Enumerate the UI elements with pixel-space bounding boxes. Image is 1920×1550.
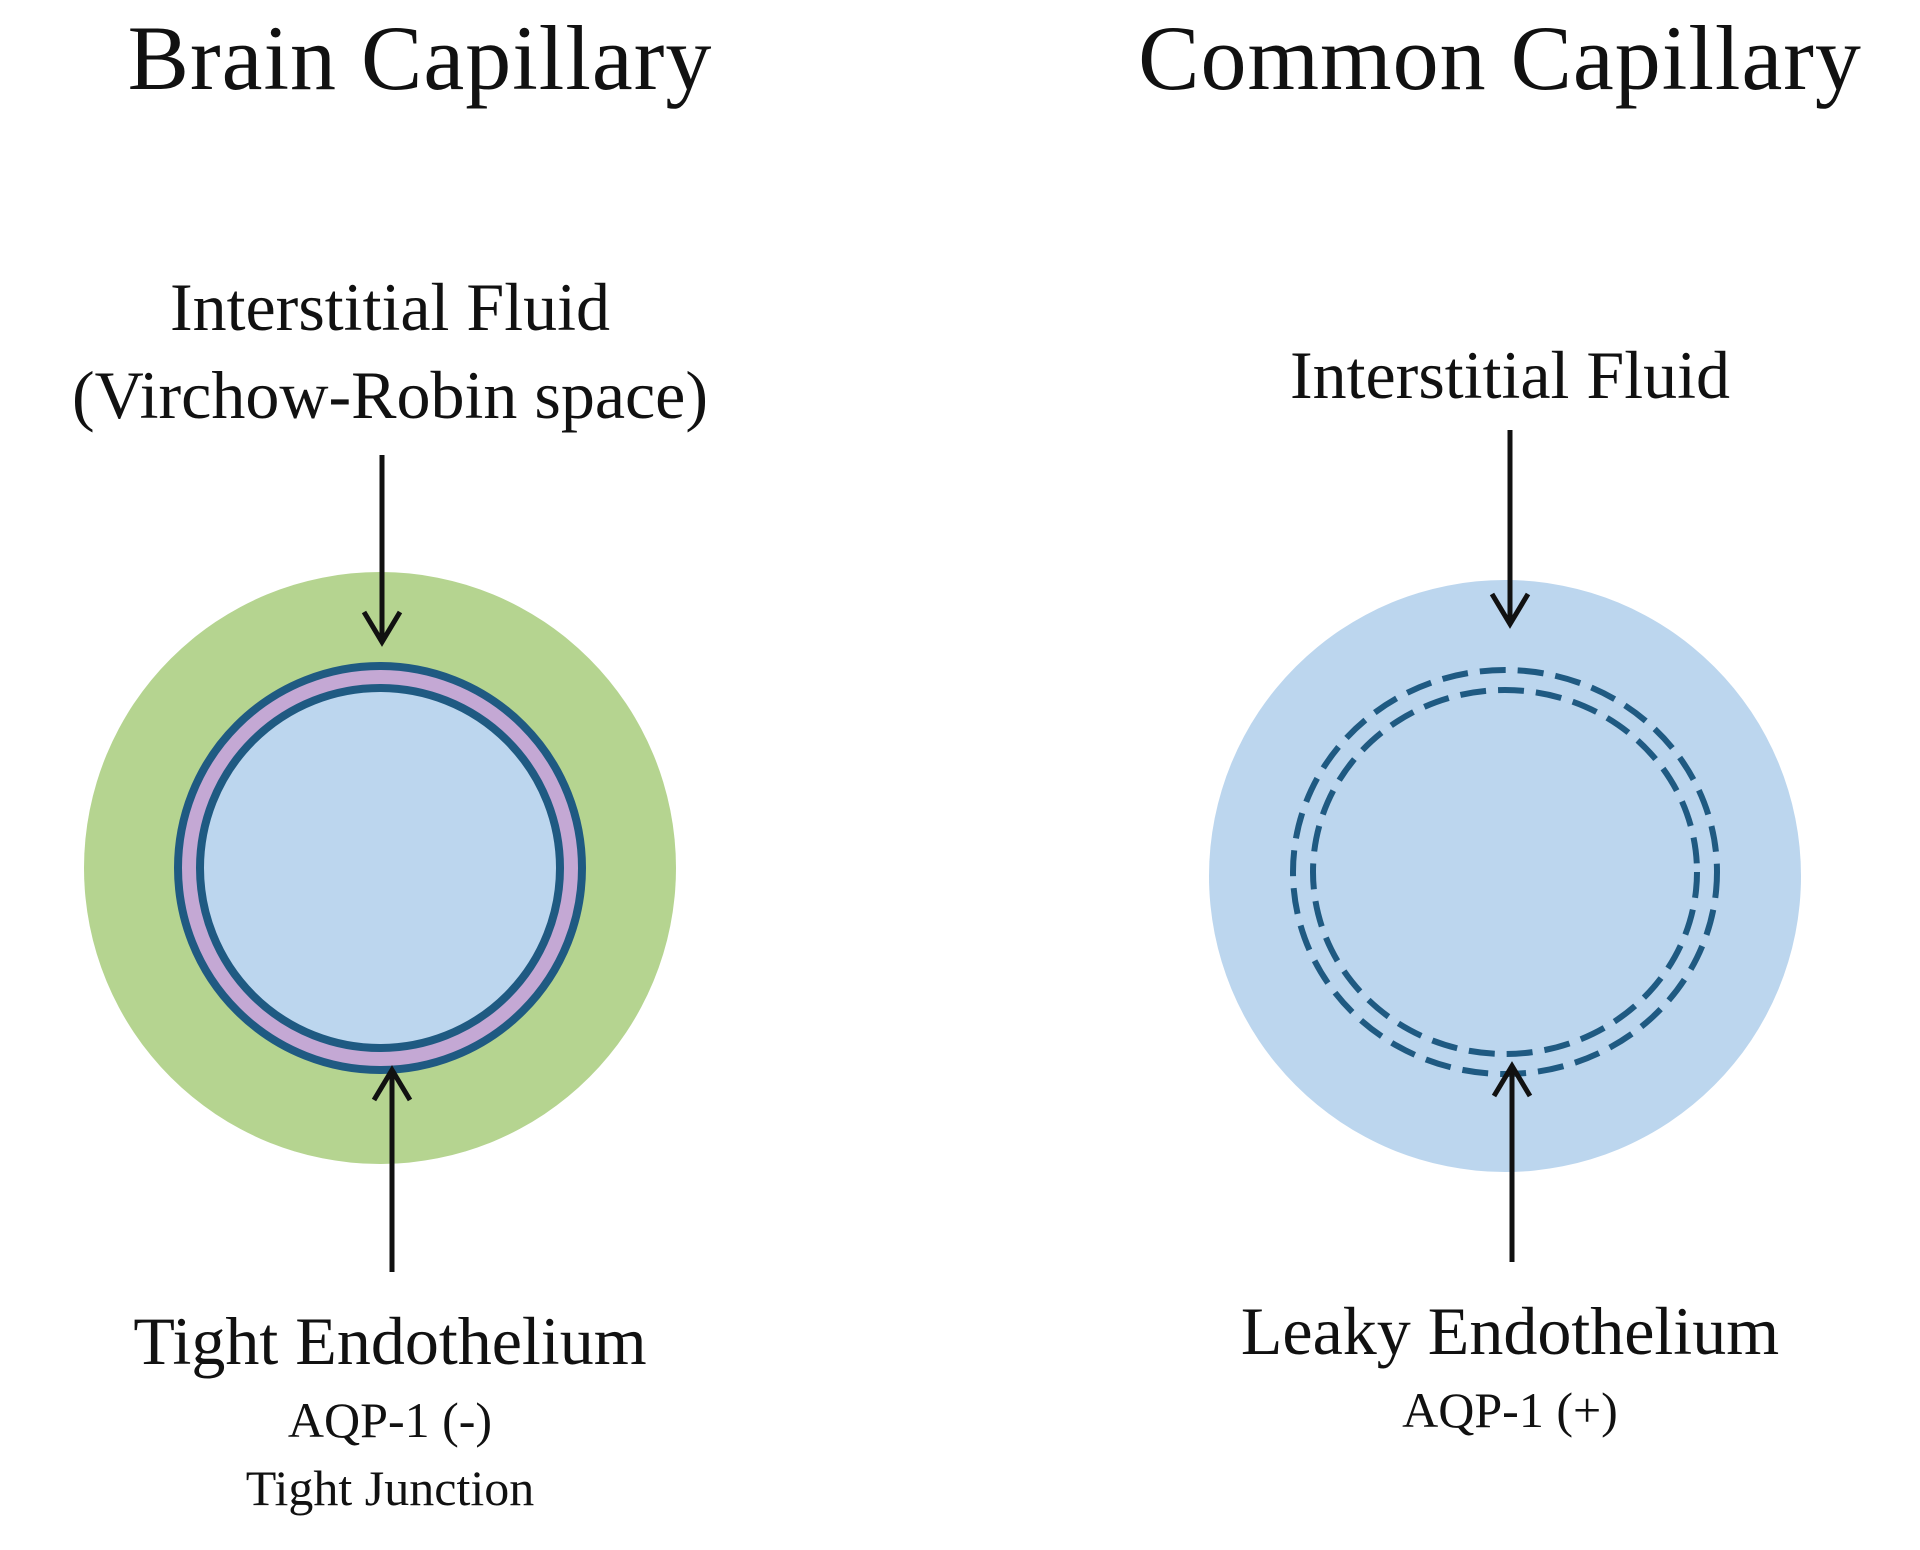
aqp1-positive-label: AQP-1 (+) [1402,1382,1618,1438]
left-bottom-arrow [371,1065,413,1272]
common-capillary [1209,580,1801,1172]
left-panel-title: Brain Capillary [127,7,713,109]
right-interstitial-fluid-label: Interstitial Fluid [1289,337,1731,413]
leaky-endothelium-label: Leaky Endothelium [1240,1293,1780,1369]
leaky-endothelium-inner-dashed [1310,687,1700,1057]
brain-capillary-lumen [196,684,564,1052]
left-interstitial-fluid-label: Interstitial Fluid [169,269,611,345]
right-panel-title: Common Capillary [1138,7,1862,109]
right-top-arrow [1489,430,1531,629]
tight-endothelium-label: Tight Endothelium [133,1303,647,1379]
left-top-arrow [361,455,403,647]
tight-junction-label: Tight Junction [245,1460,535,1516]
brain-capillary [84,572,676,1164]
aqp1-negative-label: AQP-1 (-) [287,1392,493,1448]
virchow-robin-space-label: (Virchow-Robin space) [71,357,709,433]
right-bottom-arrow [1491,1061,1533,1262]
